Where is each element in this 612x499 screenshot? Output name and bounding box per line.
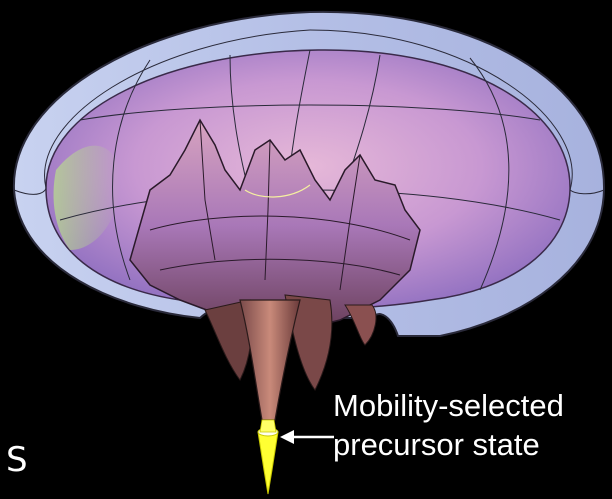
annotation-arrow	[280, 430, 334, 444]
annotation-line-2: precursor state	[333, 425, 564, 464]
precursor-state-marker	[258, 420, 278, 494]
precursor-state-label: Mobility-selected precursor state	[333, 386, 564, 464]
corner-label: S	[6, 440, 28, 480]
annotation-line-1: Mobility-selected	[333, 386, 564, 425]
